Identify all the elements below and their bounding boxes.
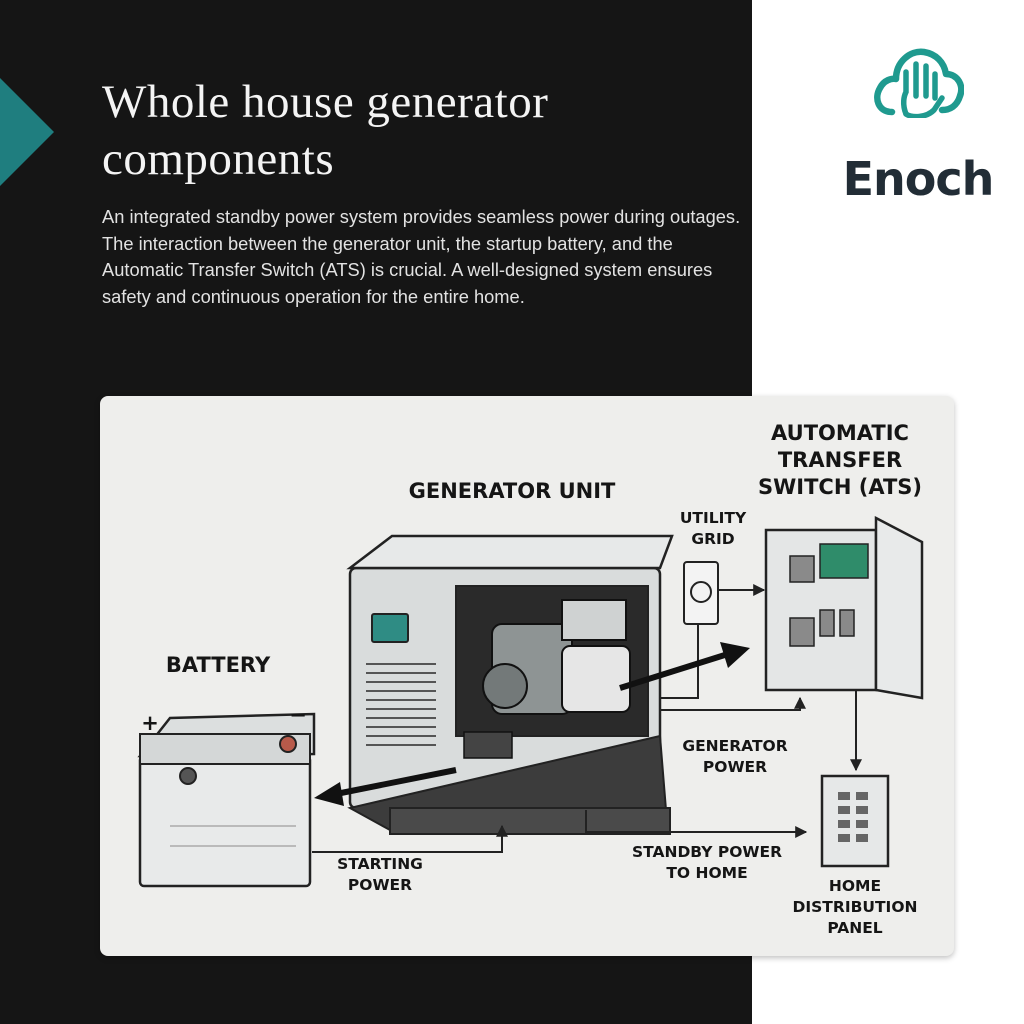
intro-paragraph: An integrated standby power system provi… — [102, 206, 741, 307]
generator-icon — [346, 534, 674, 835]
ats-label: AUTOMATIC TRANSFER SWITCH (ATS) — [758, 421, 922, 499]
battery-plus-sign: + — [141, 711, 159, 735]
diagram-card: GENERATOR UNIT AUTOMATIC TRANSFER SWITCH… — [100, 396, 954, 956]
brand-logo: Enoch — [838, 40, 998, 202]
utility-meter-icon — [683, 561, 719, 625]
generator-system-diagram — [137, 515, 924, 888]
page-title: Whole house generator components — [102, 76, 549, 185]
standby-power-label: STANDBY POWER TO HOME — [631, 843, 783, 882]
brand-wordmark: Enoch — [842, 152, 995, 206]
starting-power-label: STARTING POWER — [337, 855, 423, 894]
battery-label: BATTERY — [165, 653, 271, 677]
generator-unit-label: GENERATOR UNIT — [408, 479, 616, 503]
power-flow-arrows — [314, 642, 750, 806]
distribution-panel-icon — [820, 774, 890, 868]
battery-minus-sign: − — [289, 703, 307, 727]
teal-chevron-icon — [0, 78, 54, 186]
connection-arrows — [312, 584, 862, 853]
ats-cabinet-icon — [764, 515, 924, 700]
utility-grid-label: UTILITY GRID — [679, 509, 747, 548]
home-panel-label: HOME DISTRIBUTION PANEL — [792, 877, 918, 937]
generator-power-label: GENERATOR POWER — [682, 737, 788, 776]
cloud-hand-icon — [874, 48, 964, 118]
battery-icon — [137, 712, 316, 888]
